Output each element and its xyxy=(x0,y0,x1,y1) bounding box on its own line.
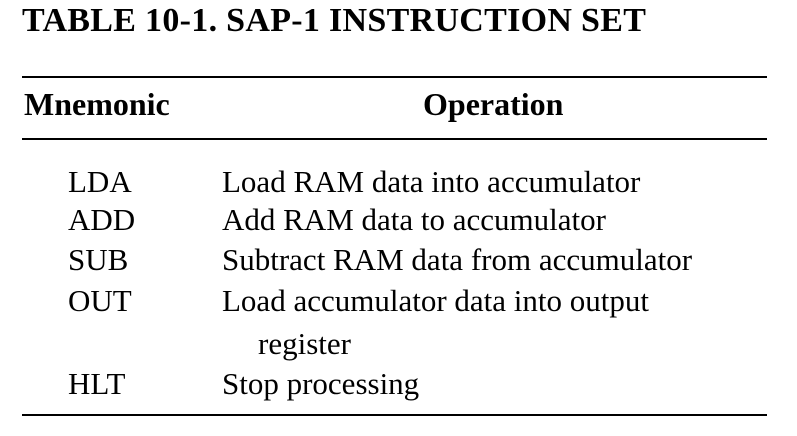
header-rule xyxy=(22,138,767,140)
mnemonic-cell-hlt: HLT xyxy=(68,366,126,401)
operation-cell-out: Load accumulator data into output xyxy=(222,283,649,318)
operation-cell-sub: Subtract RAM data from accumulator xyxy=(222,242,693,277)
operation-column-header: Operation xyxy=(423,86,564,122)
bottom-rule xyxy=(22,414,767,416)
mnemonic-cell-add: ADD xyxy=(68,202,136,237)
mnemonic-cell-sub: SUB xyxy=(68,242,129,277)
mnemonic-cell-lda: LDA xyxy=(68,164,132,199)
mnemonic-cell-out: OUT xyxy=(68,283,132,318)
operation-cell-add: Add RAM data to accumulator xyxy=(222,202,606,237)
operation-cell-out-continued: register xyxy=(258,326,351,361)
operation-cell-lda: Load RAM data into accumulator xyxy=(222,164,641,199)
top-rule xyxy=(22,76,767,78)
table-title: TABLE 10-1. SAP-1 INSTRUCTION SET xyxy=(22,2,647,39)
mnemonic-column-header: Mnemonic xyxy=(24,86,170,122)
operation-cell-hlt: Stop processing xyxy=(222,366,420,401)
